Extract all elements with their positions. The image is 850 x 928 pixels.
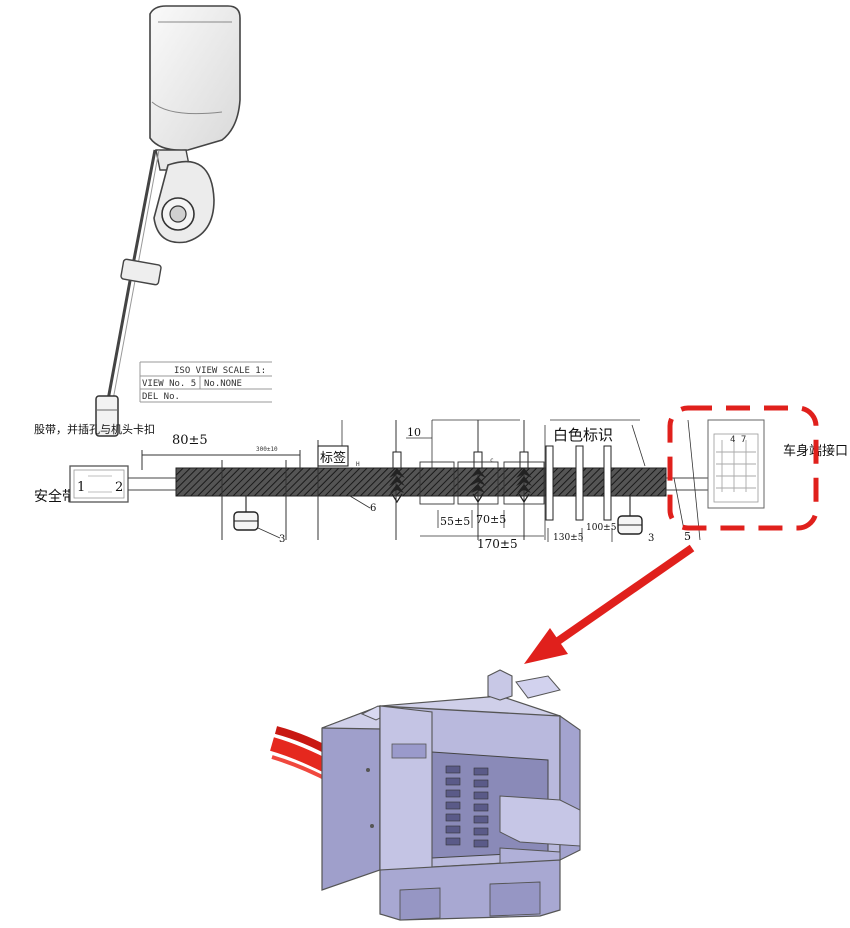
view-no-label: VIEW No. 5 bbox=[142, 379, 196, 389]
white-mark-band-2 bbox=[575, 445, 584, 521]
del-no-label: DEL No. bbox=[142, 392, 180, 402]
callout-5: 5 bbox=[684, 530, 691, 543]
dimension-100: 100±5 bbox=[586, 523, 617, 533]
harness-drawing: 股带，并插孔与机头卡扣 安全带扣 1 2 80±5 300±10 3 标 bbox=[34, 419, 848, 551]
pin-1-label: 1 bbox=[77, 480, 85, 495]
callout-3-left: 3 bbox=[279, 534, 285, 545]
dimension-300: 300±10 bbox=[256, 446, 278, 453]
white-mark-band-3 bbox=[603, 445, 612, 521]
iso-view-title: ISO VIEW SCALE 1: bbox=[174, 366, 266, 376]
highlight-dashed-box bbox=[667, 405, 819, 531]
callout-6: 6 bbox=[370, 503, 376, 514]
connector-3d-illustration bbox=[270, 669, 581, 921]
callout-10: 10 bbox=[407, 426, 421, 439]
dimension-70: 70±5 bbox=[476, 513, 506, 526]
belt-note-label: 股带，并插孔与机头卡扣 bbox=[34, 422, 155, 436]
dimension-170: 170±5 bbox=[477, 537, 518, 551]
body-connector-pins: 4 7 bbox=[730, 435, 746, 445]
pointer-arrow-shaft bbox=[545, 544, 695, 652]
callout-c: c bbox=[490, 457, 494, 464]
iso-view-title-block: ISO VIEW SCALE 1: VIEW No. 5 No.NONE DEL… bbox=[139, 361, 272, 403]
seatbelt-buckle-illustration bbox=[95, 5, 241, 437]
dimension-55: 55±5 bbox=[440, 515, 470, 528]
fir-tree-clip-2: c bbox=[470, 420, 494, 540]
buckle-connector-outline bbox=[69, 465, 129, 503]
harness-bundle bbox=[175, 467, 667, 497]
dimension-130: 130±5 bbox=[553, 533, 584, 543]
fir-tree-clip-3 bbox=[516, 420, 532, 540]
dimension-80: 80±5 bbox=[172, 433, 208, 448]
pointer-arrow-head bbox=[524, 628, 568, 664]
white-mark-band-1 bbox=[545, 445, 554, 521]
tag-box bbox=[317, 445, 349, 467]
callout-h: H bbox=[356, 461, 360, 468]
white-mark-label: 白色标识 bbox=[553, 426, 613, 444]
tag-label: 标签 bbox=[320, 450, 346, 466]
fir-tree-clip-1 bbox=[389, 420, 405, 540]
view-no-value: No.NONE bbox=[204, 379, 242, 389]
pin-2-label: 2 bbox=[115, 480, 123, 495]
callout-3-right: 3 bbox=[648, 533, 654, 544]
